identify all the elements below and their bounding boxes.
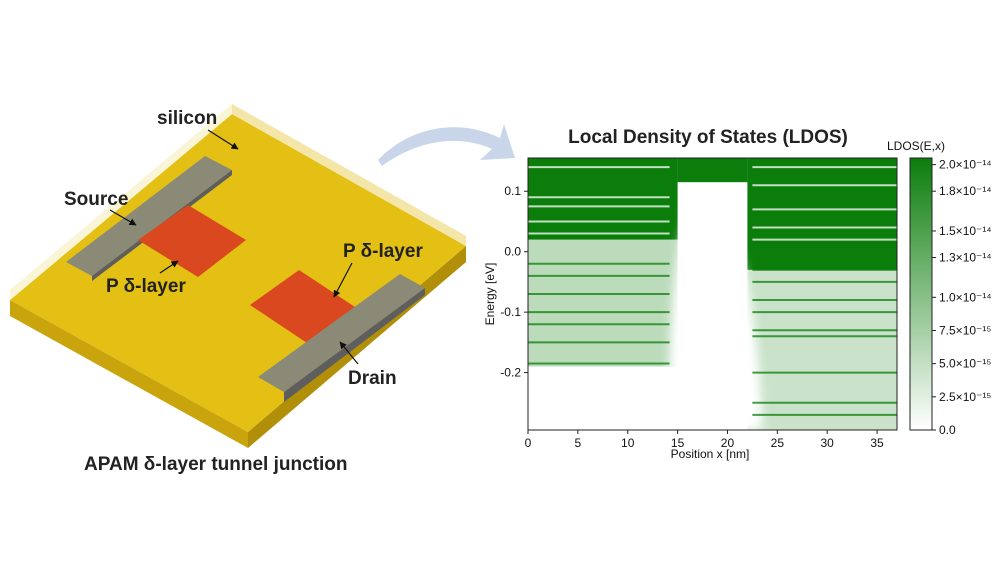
drain-label: Drain [348, 368, 397, 389]
x-tick-label: 35 [870, 436, 884, 450]
ldos-heatmap [527, 157, 898, 431]
x-axis: 0 5 10 15 20 25 30 35 [525, 430, 884, 450]
barrier-dome [667, 194, 763, 430]
x-tick-label: 15 [671, 436, 685, 450]
slab-front-face [10, 300, 248, 448]
drain-contact-side [284, 288, 425, 402]
device-schematic: silicon Source P δ-layer P δ-layer Drain… [10, 104, 466, 475]
colorbar-tick-label: 1.0×10⁻¹⁴ [939, 290, 992, 304]
left-continuum-block [528, 158, 678, 240]
x-tick-label: 0 [525, 436, 532, 450]
p-layer-right-label: P δ-layer [343, 241, 423, 262]
left-band-region [528, 239, 678, 367]
colorbar-tick-label: 1.3×10⁻¹⁴ [939, 251, 992, 265]
colorbar-tick-label: 7.5×10⁻¹⁵ [939, 323, 991, 337]
x-tick-label: 25 [771, 436, 785, 450]
x-tick-label: 30 [821, 436, 835, 450]
device-caption: APAM δ-layer tunnel junction [84, 454, 347, 475]
colorbar-tick-label: 2.5×10⁻¹⁵ [939, 390, 991, 404]
silicon-cap-edge [232, 104, 466, 246]
slab-top-face [10, 114, 466, 432]
drain-pointer [339, 341, 359, 365]
p-delta-layer-left [138, 205, 246, 277]
right-band-region [747, 269, 897, 430]
y-axis-title: Energy [eV] [483, 263, 497, 326]
right-continuum-block [747, 158, 897, 270]
colorbar-tick-label: 5.0×10⁻¹⁵ [939, 357, 991, 371]
colorbar-label: LDOS(E,x) [887, 139, 945, 153]
colorbar-gradient [909, 157, 933, 431]
silicon-pointer [207, 129, 239, 150]
colorbar-tick-label: 2.0×10⁻¹⁴ [939, 158, 992, 172]
source-label: Source [64, 189, 128, 210]
colorbar-tick-label: 1.5×10⁻¹⁴ [939, 224, 992, 238]
y-tick-label: 0.0 [504, 245, 521, 259]
plot-frame [527, 157, 898, 431]
x-tick-label: 20 [721, 436, 735, 450]
y-tick-label: 0.1 [504, 184, 521, 198]
curved-arrow [378, 124, 515, 166]
silicon-cap-left-edge [10, 104, 232, 300]
p-layer-right-pointer [333, 262, 353, 298]
p-layer-left-pointer [159, 260, 179, 274]
chart-title: Local Density of States (LDOS) [568, 127, 848, 148]
source-contact [66, 156, 232, 276]
source-pointer [109, 209, 137, 226]
drain-contact [258, 274, 425, 392]
silicon-label: silicon [157, 108, 217, 129]
x-tick-label: 5 [575, 436, 582, 450]
colorbar: LDOS(E,x) 0.0 2.5×10⁻¹⁵ 5.0×10⁻¹⁵ 7.5×10⁻¹⁵… [887, 139, 992, 437]
x-axis-title: Position x [nm] [671, 447, 750, 461]
y-axis: 0.1 0.0 -0.1 -0.2 [500, 184, 528, 380]
y-tick-label: -0.1 [500, 305, 521, 319]
x-tick-label: 10 [621, 436, 635, 450]
colorbar-tick-label: 1.8×10⁻¹⁴ [939, 184, 992, 198]
p-delta-layer-right [250, 270, 355, 343]
colorbar-tick-label: 0.0 [939, 423, 956, 437]
y-tick-label: -0.2 [500, 366, 521, 380]
barrier-top-block [677, 158, 748, 183]
p-layer-left-label: P δ-layer [106, 276, 186, 297]
